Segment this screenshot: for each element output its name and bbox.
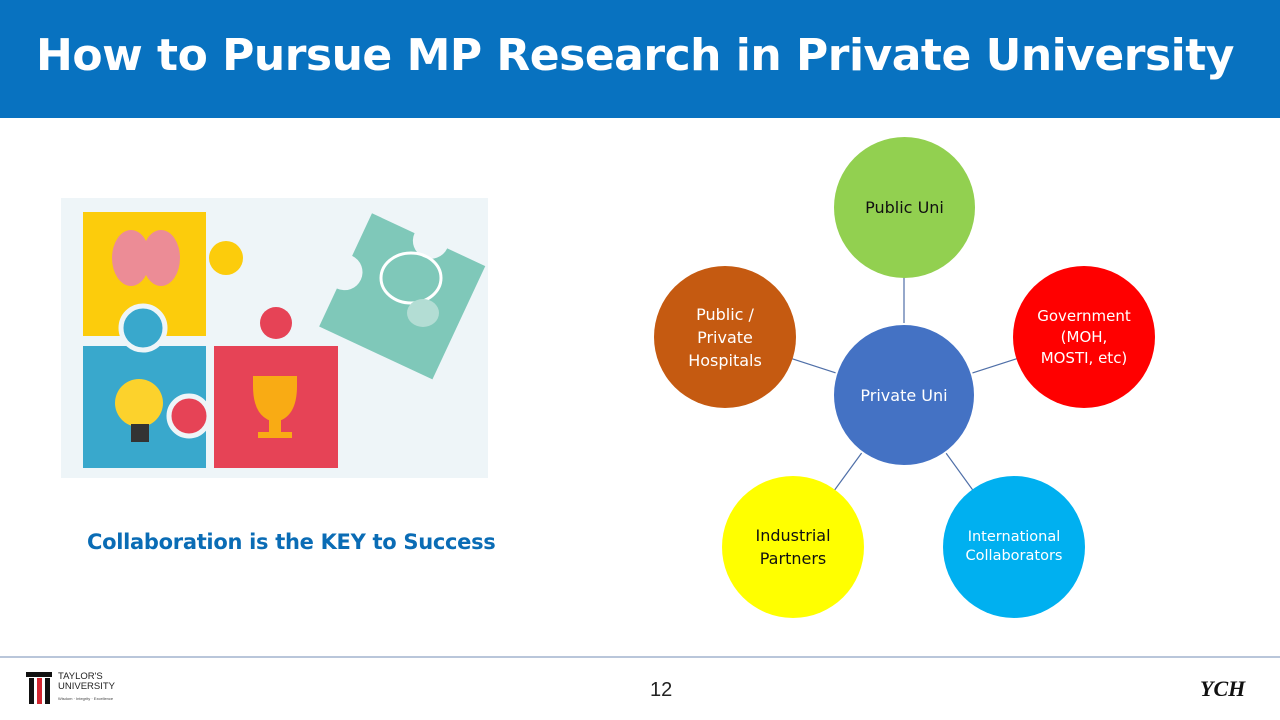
node-international-collaborators: International Collaborators [943,476,1085,618]
node-government: Government (MOH, MOSTI, etc) [1013,266,1155,408]
footer-divider [0,656,1280,658]
lightbulb-icon [115,379,163,442]
node-industrial-partners: Industrial Partners [722,476,864,618]
trophy-icon [253,376,297,438]
speech-bubble-icon [379,251,443,327]
node-public-uni: Public Uni [834,137,975,278]
taylors-university-logo: TAYLOR'S UNIVERSITY Wisdom · Integrity ·… [26,670,126,706]
collaboration-tagline: Collaboration is the KEY to Success [87,530,496,554]
node-private-uni: Private Uni [832,323,976,467]
logo-tagline: Wisdom · Integrity · Excellence [58,696,114,701]
pillar-logo-icon [26,672,52,704]
logo-text-line1: TAYLOR'S [58,671,103,682]
teal-puzzle-piece [319,213,486,380]
puzzle-illustration [61,198,488,478]
yellow-puzzle-piece [83,212,243,336]
brain-icon [112,230,180,286]
node-hospitals: Public / Private Hospitals [654,266,796,408]
slide-title: How to Pursue MP Research in Private Uni… [36,30,1234,81]
author-signature: YCH [1200,676,1246,701]
page-number: 12 [650,679,673,701]
logo-text-line2: UNIVERSITY [58,681,116,692]
title-bar: How to Pursue MP Research in Private Uni… [0,0,1280,118]
red-puzzle-piece [166,307,338,468]
